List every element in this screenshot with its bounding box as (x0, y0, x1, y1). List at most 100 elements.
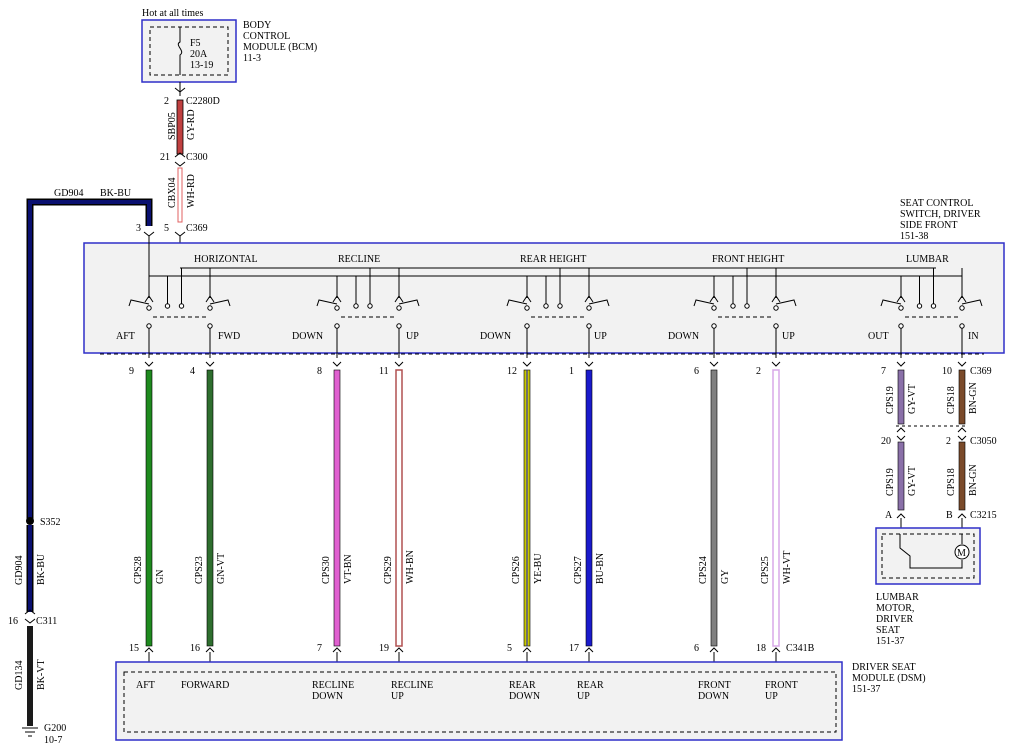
lumbar-wire-color-lower: GY-VT (907, 466, 918, 496)
switch-pin-label: 11 (379, 366, 389, 377)
wire-ground-top-circuit: GD904 (54, 188, 83, 199)
switch-name-3: SIDE FRONT (900, 220, 958, 231)
dsm-function-label: FORWARD (181, 680, 229, 691)
switch-pin-label: 10 (942, 366, 952, 377)
dsm-function-label: REAR (577, 680, 604, 691)
connector-c341b: C341B (786, 643, 815, 654)
wire-color-label: BU-BN (595, 553, 606, 584)
lumbar-name-5: 151-37 (876, 636, 904, 647)
pos-aft: AFT (116, 331, 135, 342)
lumbar-name-4: SEAT (876, 625, 900, 636)
wire-body (145, 369, 153, 647)
bcm-box (141, 19, 237, 83)
fuse-line-1: F5 (190, 38, 201, 49)
wire-color-label: WH-BN (405, 550, 416, 584)
dsm-name-1: DRIVER SEAT (852, 662, 916, 673)
connector-c369-right: C369 (970, 366, 992, 377)
wire-power-mid-circuit: CBX04 (167, 177, 178, 208)
pin-c311: 16 (8, 616, 18, 627)
wire-ground-left-circuit: GD904 (14, 556, 25, 585)
wire-color-label: YE-BU (533, 553, 544, 584)
pin-bcm-out: 2 (164, 96, 169, 107)
pin-c3050-right: 2 (946, 436, 951, 447)
switch-contact (316, 268, 395, 358)
switch-contact (957, 268, 983, 358)
wire-gy-rd (176, 99, 184, 155)
dsm-pin-label: 15 (129, 643, 139, 654)
fuse-symbol (177, 27, 183, 75)
switch-contact (584, 268, 610, 358)
switch-name-2: SWITCH, DRIVER (900, 209, 981, 220)
lumbar-wire-color-upper: GY-VT (907, 384, 918, 414)
wire-color-label: GN-VT (216, 553, 227, 584)
switch-name-1: SEAT CONTROL (900, 198, 973, 209)
switch-contact (128, 268, 206, 358)
dsm-function-label: UP (391, 691, 404, 702)
pin-lumbar-b: B (946, 510, 953, 521)
lumbar-name-1: LUMBAR (876, 592, 919, 603)
switch-contact (205, 268, 231, 358)
switch-box (83, 242, 1005, 354)
wire-color-label: GY (720, 570, 731, 584)
lumbar-name-2: MOTOR, (876, 603, 914, 614)
section-lumbar: LUMBAR (906, 254, 949, 265)
wire-circuit-label: CPS28 (133, 556, 144, 584)
dsm-function-label: DOWN (312, 691, 343, 702)
wire-ground-bottom-color: BK-VT (36, 659, 47, 690)
switch-pin-label: 7 (881, 366, 886, 377)
wire-circuit-label: CPS23 (194, 556, 205, 584)
lumbar-wire-color-lower: BN-GN (968, 464, 979, 496)
dsm-box (115, 661, 843, 741)
connector-c3050: C3050 (970, 436, 997, 447)
lumbar-circuit: C369 20 2 C3050 A B C3215 M LUMBAR MOTOR… (875, 366, 997, 647)
wire-body (206, 369, 214, 647)
dsm-function-label: FRONT (765, 680, 798, 691)
pos-fwd: FWD (218, 331, 240, 342)
fuse-line-2: 20A (190, 49, 208, 60)
motor-symbol: M (957, 548, 966, 559)
wire-body (395, 369, 403, 647)
wire-power-mid-color: WH-RD (186, 174, 197, 208)
switch-pin-label: 9 (129, 366, 134, 377)
pin-c300: 21 (160, 152, 170, 163)
bcm-name-4: 11-3 (243, 53, 261, 64)
dsm-function-label: FRONT (698, 680, 731, 691)
ground-circuit: GD904 BK-BU S352 GD904 BK-BU 16 C311 GD1… (8, 188, 153, 746)
wire-color-label: GN (155, 570, 166, 584)
pin-power: 5 (164, 223, 169, 234)
wire-circuit-label: CPS25 (760, 556, 771, 584)
pos-recline-down: DOWN (292, 331, 323, 342)
dsm-function-label: DOWN (509, 691, 540, 702)
lumbar-wire-circuit-lower: CPS19 (885, 468, 896, 496)
pos-front-down: DOWN (668, 331, 699, 342)
dsm-pin-label: 6 (694, 643, 699, 654)
lumbar-wire-circuit-upper: CPS18 (946, 386, 957, 414)
connector-c311: C311 (36, 616, 57, 627)
motor-icon (954, 544, 970, 560)
seat-control-switch: SEAT CONTROL SWITCH, DRIVER SIDE FRONT 1… (83, 198, 1005, 358)
switch-name-4: 151-38 (900, 231, 928, 242)
lumbar-wire-circuit-lower: CPS18 (946, 468, 957, 496)
pin-lumbar-a: A (885, 510, 893, 521)
connector-c300: C300 (186, 152, 208, 163)
wire-circuit-label: CPS27 (573, 556, 584, 584)
dsm-function-label: DOWN (698, 691, 729, 702)
connector-c369-top: C369 (186, 223, 208, 234)
wire-power-top-circuit: SBP05 (167, 112, 178, 140)
switch-contact (394, 268, 420, 358)
switch-pin-label: 12 (507, 366, 517, 377)
section-front-height: FRONT HEIGHT (712, 254, 784, 265)
bcm-name-3: MODULE (BCM) (243, 42, 317, 53)
dsm-pin-label: 16 (190, 643, 200, 654)
switch-contact (506, 268, 585, 358)
dsm-function-label: REAR (509, 680, 536, 691)
bcm-name-2: CONTROL (243, 31, 290, 42)
